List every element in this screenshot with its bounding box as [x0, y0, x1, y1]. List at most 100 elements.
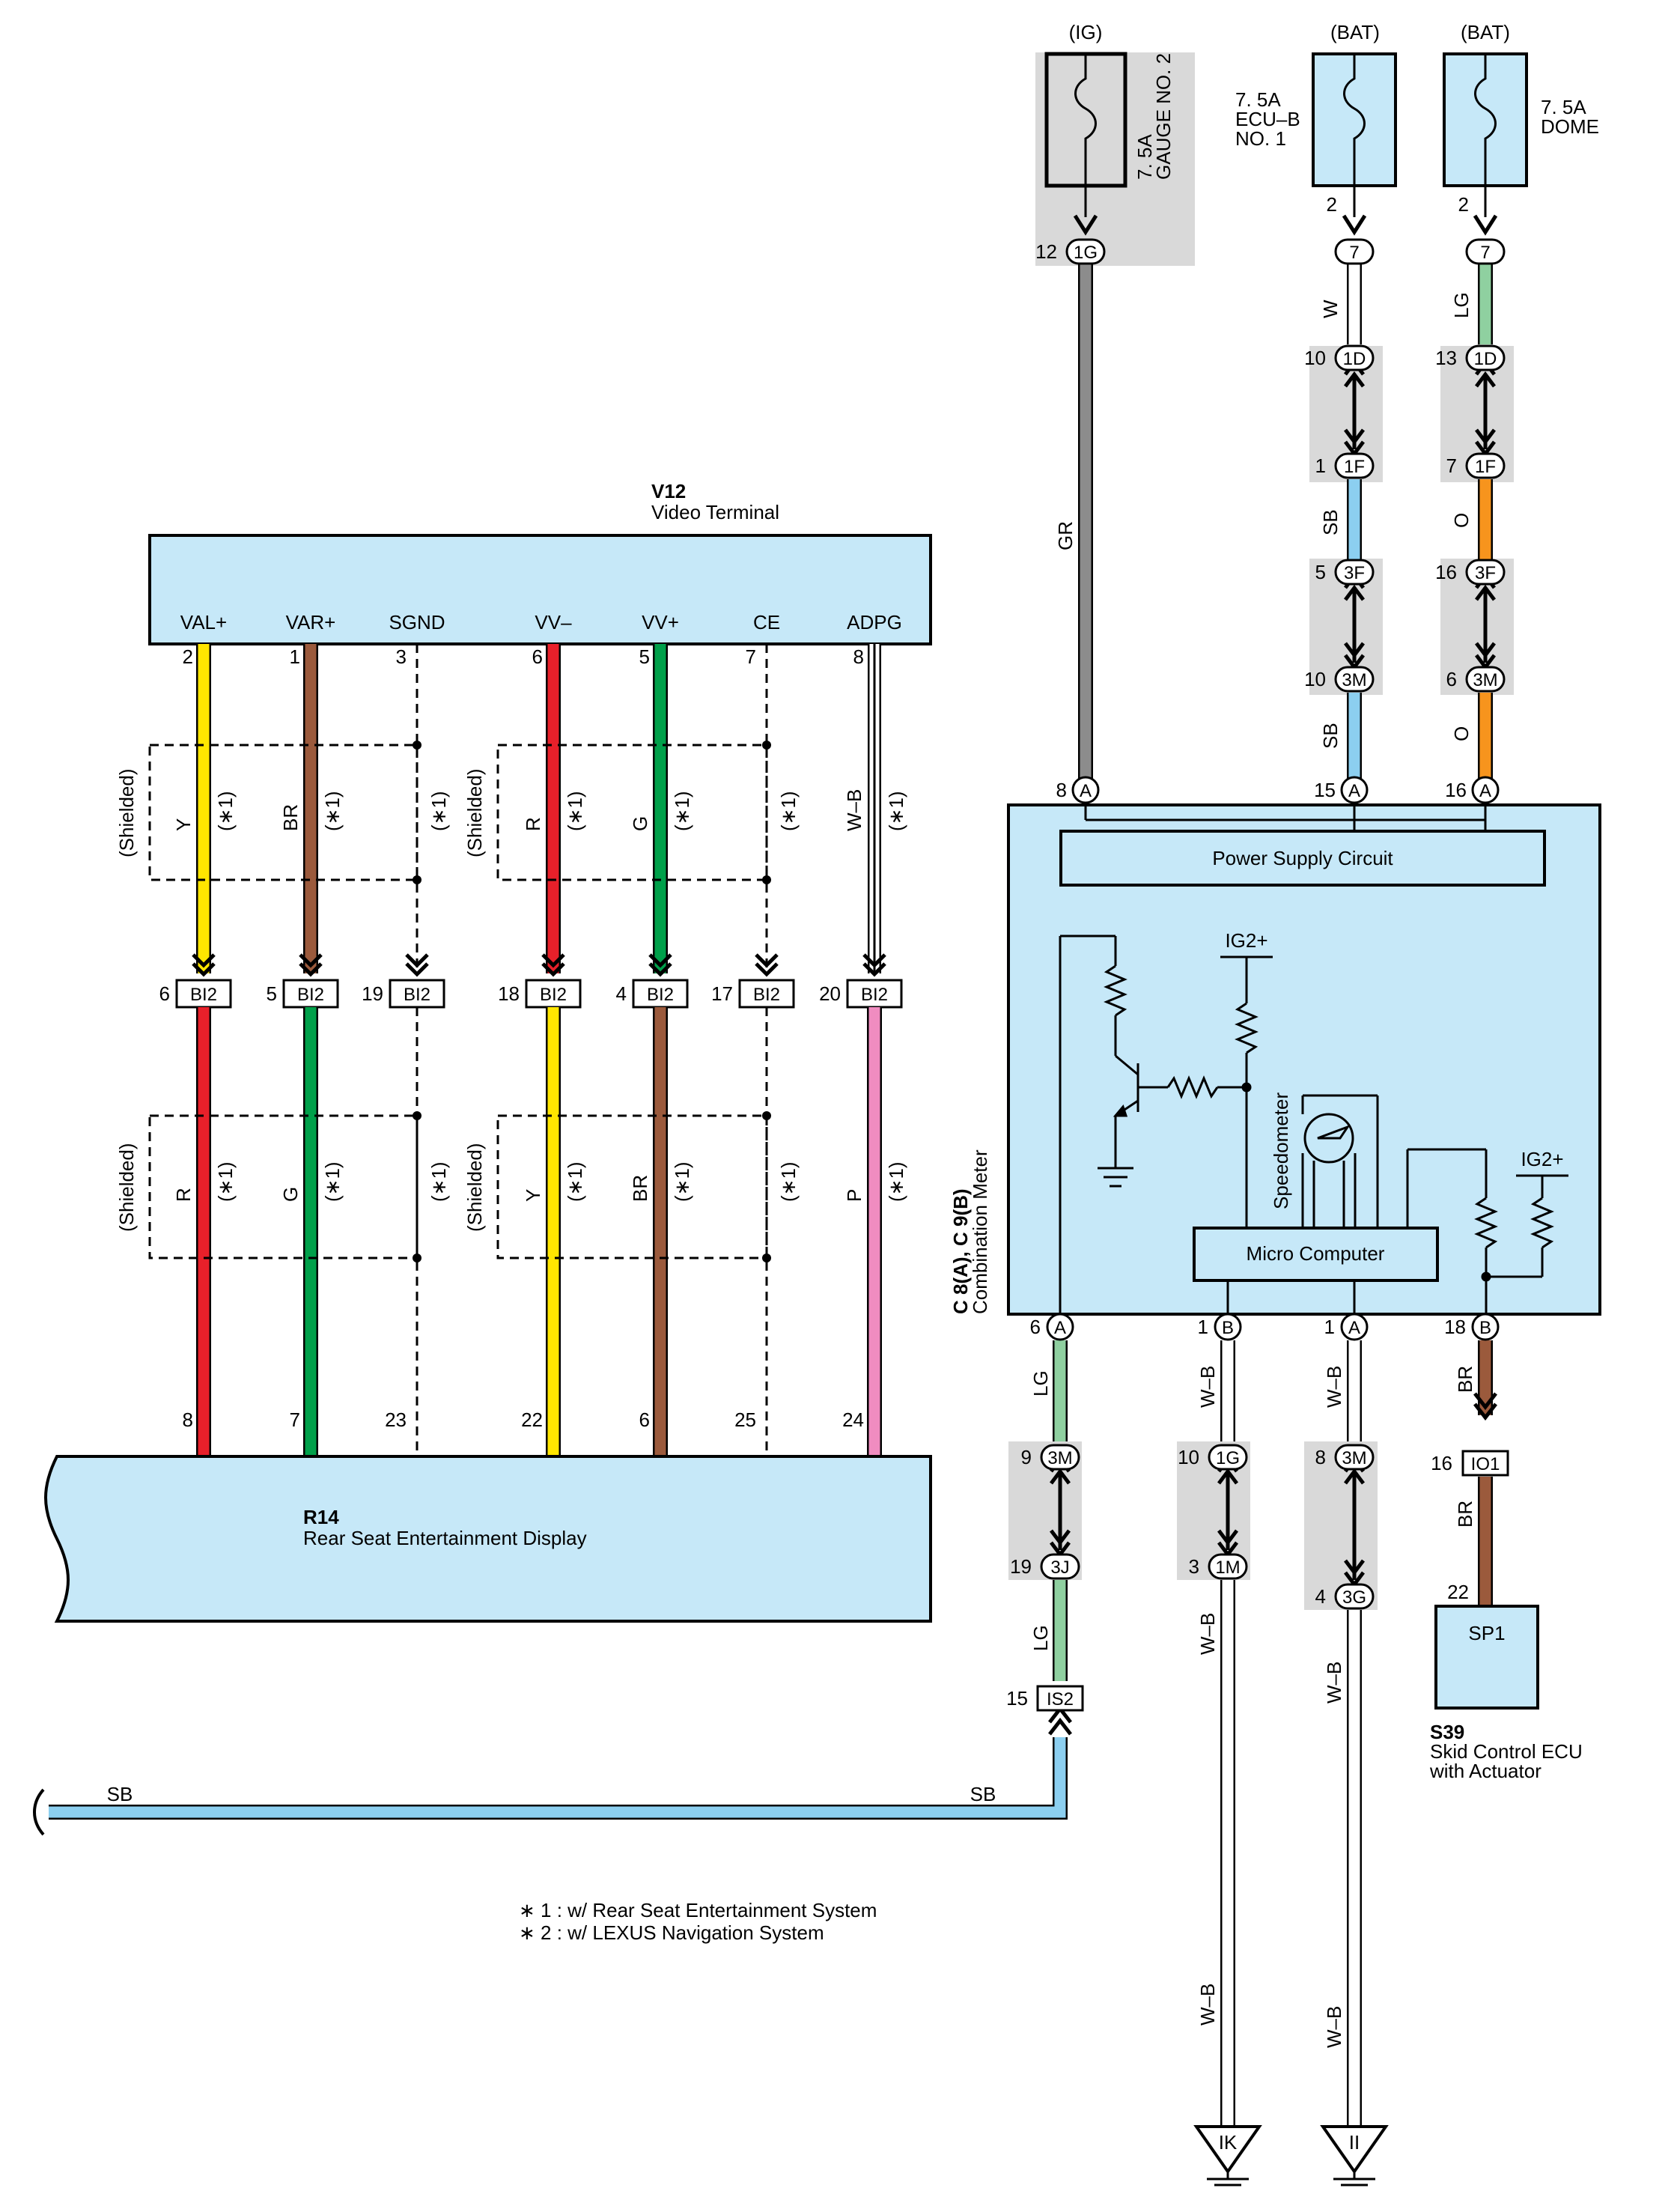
svg-text:1F: 1F — [1344, 457, 1365, 477]
r14-pin-number: 22 — [521, 1408, 543, 1431]
r14-name: Rear Seat Entertainment Display — [303, 1527, 587, 1549]
v12-pin-number: 7 — [746, 645, 756, 668]
power-supply-circuit: Power Supply Circuit — [1212, 847, 1393, 869]
svg-text:LG: LG — [1450, 292, 1473, 318]
svg-text:10: 10 — [1304, 668, 1326, 690]
fuse-gauge-name: GAUGE NO. 2 — [1152, 53, 1175, 180]
svg-text:3: 3 — [1189, 1555, 1199, 1578]
svg-text:1D: 1D — [1474, 349, 1497, 369]
svg-text:Skid Control ECU: Skid Control ECU — [1430, 1740, 1583, 1763]
svg-text:W–B: W–B — [1323, 2006, 1345, 2048]
bi2-pin-number: 19 — [362, 982, 383, 1005]
svg-text:3J: 3J — [1050, 1558, 1069, 1578]
svg-text:10: 10 — [1304, 347, 1326, 369]
fuse-dome-name: DOME — [1541, 115, 1599, 138]
svg-text:13: 13 — [1435, 347, 1457, 369]
note-mark-upper: (∗1) — [321, 791, 344, 831]
svg-text:LG: LG — [1029, 1625, 1052, 1651]
bi2-pin-number: 6 — [159, 982, 170, 1005]
svg-text:SB: SB — [1319, 723, 1342, 749]
shielded-label: (Shielded) — [115, 768, 138, 857]
bi2-pin-number: 17 — [711, 982, 733, 1005]
v12-pin-label: VV+ — [642, 611, 679, 633]
lower-wire-code: G — [279, 1187, 302, 1202]
r14-pin-number: 25 — [734, 1408, 756, 1431]
connector-arrow-icon — [862, 953, 886, 977]
v12-pin-number: 6 — [532, 645, 543, 668]
lower-wire-code: R — [172, 1188, 195, 1202]
v12-pin-label: VAL+ — [180, 611, 227, 633]
bi2-connector — [389, 979, 445, 1009]
svg-text:12: 12 — [1035, 240, 1057, 263]
note-mark-upper: (∗1) — [564, 791, 586, 831]
svg-text:15: 15 — [1006, 1687, 1028, 1710]
svg-text:3G: 3G — [1342, 1587, 1366, 1608]
svg-text:W–B: W–B — [1323, 1662, 1345, 1704]
bi2-pin-number: 18 — [498, 982, 520, 1005]
svg-text:1M: 1M — [1215, 1558, 1240, 1578]
bi2-connector-label: BI2 — [647, 985, 674, 1005]
fuse-ecu-b: (BAT) 7. 5A ECU–B NO. 1 2 — [1235, 21, 1397, 236]
v12-pin-label: SGND — [389, 611, 445, 633]
svg-text:1G: 1G — [1074, 243, 1098, 263]
svg-text:3M: 3M — [1473, 670, 1497, 690]
svg-text:6: 6 — [1446, 668, 1457, 690]
svg-text:5: 5 — [1315, 561, 1326, 583]
svg-text:SP1: SP1 — [1468, 1622, 1505, 1644]
connector-arrow-icon — [405, 953, 429, 977]
v12-video-terminal: V12 Video Terminal — [148, 480, 932, 645]
lower-wire-code: P — [843, 1189, 865, 1202]
svg-text:16: 16 — [1435, 561, 1457, 583]
connector-arrow-icon — [299, 953, 323, 977]
fuse-ecub-supply: (BAT) — [1330, 21, 1380, 43]
bi2-pin-number: 5 — [267, 982, 277, 1005]
ground-ik: IK — [1193, 2125, 1262, 2187]
svg-text:7: 7 — [1349, 243, 1359, 263]
svg-text:A: A — [1054, 1318, 1066, 1338]
r14-pin-number: 24 — [842, 1408, 864, 1431]
note-mark-lower: (∗1) — [885, 1161, 907, 1202]
bi2-connector — [175, 979, 232, 1009]
fuse-dome: (BAT) 7. 5A DOME 2 — [1443, 21, 1599, 236]
shielded-label: (Shielded) — [115, 1143, 138, 1232]
svg-text:6: 6 — [1030, 1316, 1041, 1338]
bi2-connector-label: BI2 — [190, 985, 217, 1005]
shield-boundary — [148, 744, 419, 881]
speedometer-label: Speedometer — [1270, 1093, 1292, 1209]
v12-name: Video Terminal — [651, 501, 779, 523]
svg-text:A: A — [1479, 781, 1491, 801]
v12-pin-label: VAR+ — [286, 611, 336, 633]
left-wire-group: VAL+2BI26L1+8YR(∗1)(∗1)VAR+1BI25R1+7BRG(… — [115, 611, 907, 1483]
svg-text:GR: GR — [1054, 521, 1077, 550]
connector-arrow-icon — [541, 953, 565, 977]
svg-text:W–B: W–B — [1196, 1613, 1219, 1655]
svg-text:3M: 3M — [1342, 670, 1366, 690]
fuse-element-icon — [1074, 54, 1097, 186]
svg-text:3M: 3M — [1047, 1448, 1072, 1468]
svg-text:1F: 1F — [1475, 457, 1496, 477]
bi2-connector — [846, 979, 903, 1009]
bi2-connector-label: BI2 — [404, 985, 430, 1005]
bi2-connector — [525, 979, 582, 1009]
fuse-element-icon — [1343, 54, 1366, 186]
lower-wire-code: BR — [629, 1175, 651, 1202]
fuse-dome-rating: 7. 5A — [1541, 96, 1586, 118]
svg-text:II: II — [1349, 2131, 1360, 2154]
svg-text:22: 22 — [1447, 1581, 1469, 1603]
svg-text:S39: S39 — [1430, 1721, 1464, 1743]
note-mark-lower: (∗1) — [564, 1161, 586, 1202]
svg-text:3F: 3F — [1475, 563, 1496, 583]
ground-ii: II — [1320, 2125, 1389, 2187]
svg-text:with Actuator: with Actuator — [1429, 1760, 1541, 1782]
shielded-label: (Shielded) — [463, 768, 486, 857]
meter-code: C 8(A), C 9(B) — [949, 1188, 972, 1314]
svg-text:10: 10 — [1178, 1446, 1199, 1468]
svg-text:1G: 1G — [1216, 1448, 1240, 1468]
v12-pin-label: VV– — [535, 611, 572, 633]
r14-code: R14 — [303, 1506, 339, 1528]
svg-text:1: 1 — [1324, 1316, 1335, 1338]
svg-text:3F: 3F — [1344, 563, 1365, 583]
top-connectors: 1G 12 7 7 1D 10 1F 1 3F 5 3M 10 1D 13 1F… — [1035, 238, 1506, 693]
bi2-connector-label: BI2 — [753, 985, 780, 1005]
